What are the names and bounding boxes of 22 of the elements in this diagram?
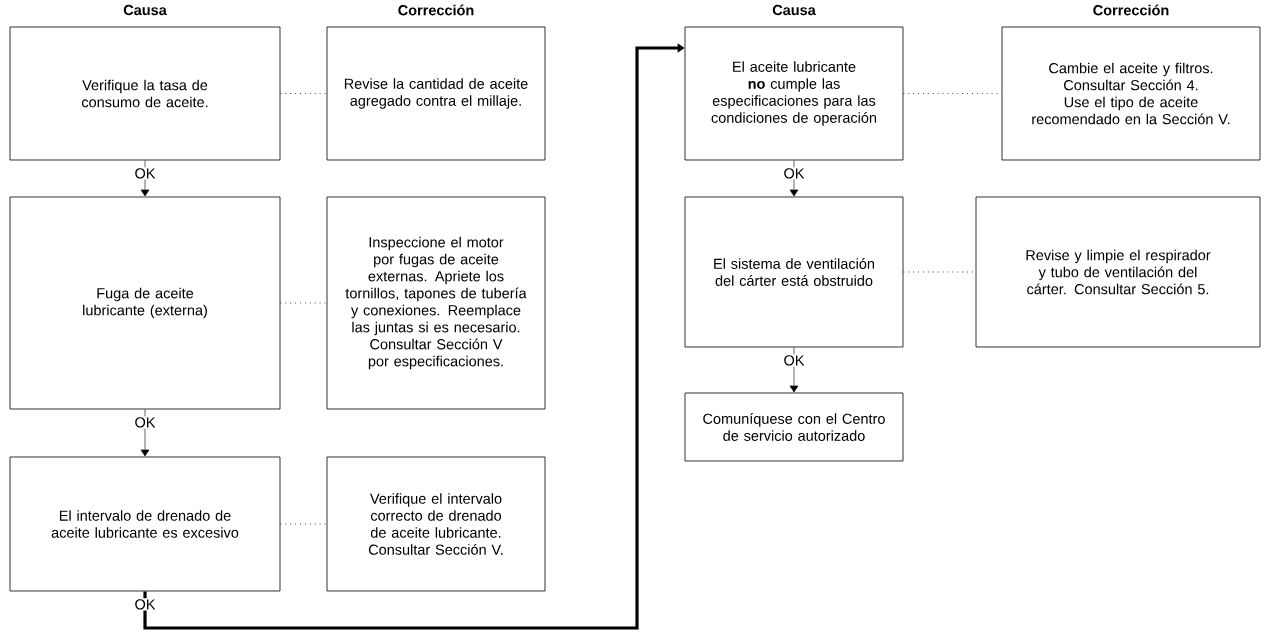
process-box: Cambie el aceite y filtros. Consultar Sección 4. Use el tipo de aceite recomendado en la Sección V. bbox=[1001, 26, 1261, 161]
process-box: El intervalo de drenado de aceite lubricante es excesivo bbox=[9, 456, 281, 592]
process-box: Verifique la tasa de consumo de aceite. bbox=[9, 26, 281, 161]
process-box: Verifique el intervalo correcto de drenado de aceite lubricante. Consultar Sección V. bbox=[326, 456, 546, 592]
process-box: Comuníquese con el Centro de servicio autorizado bbox=[684, 392, 904, 462]
process-box: El aceite lubricante no cumple las especificaciones para las condiciones de operación bbox=[684, 26, 904, 161]
edge-label: OK bbox=[782, 354, 806, 367]
process-box: Fuga de aceite lubricante (externa) bbox=[9, 196, 281, 410]
edge-label: OK bbox=[782, 167, 806, 180]
arrow bbox=[140, 409, 150, 457]
edge-label: OK bbox=[133, 416, 157, 429]
dotted-connector bbox=[280, 93, 327, 94]
dotted-connector bbox=[903, 93, 1002, 94]
edge-label: OK bbox=[133, 598, 157, 611]
process-box: El sistema de ventilación del cárter está obstruido bbox=[684, 196, 904, 348]
arrow bbox=[789, 160, 799, 197]
arrow bbox=[140, 160, 150, 197]
process-box: Revise la cantidad de aceite agregado contra el millaje. bbox=[326, 26, 546, 161]
edge-label: OK bbox=[133, 167, 157, 180]
process-box: Inspeccione el motor por fugas de aceite externas. Apriete los tornillos, tapones de tubería y conexiones. Reemplace las juntas si es necesario. Consultar Sección V por especificaciones. bbox=[326, 196, 546, 410]
process-box: Revise y limpie el respirador y tubo de ventilación del cárter. Consultar Sección 5. bbox=[975, 196, 1261, 348]
arrow bbox=[789, 347, 799, 393]
